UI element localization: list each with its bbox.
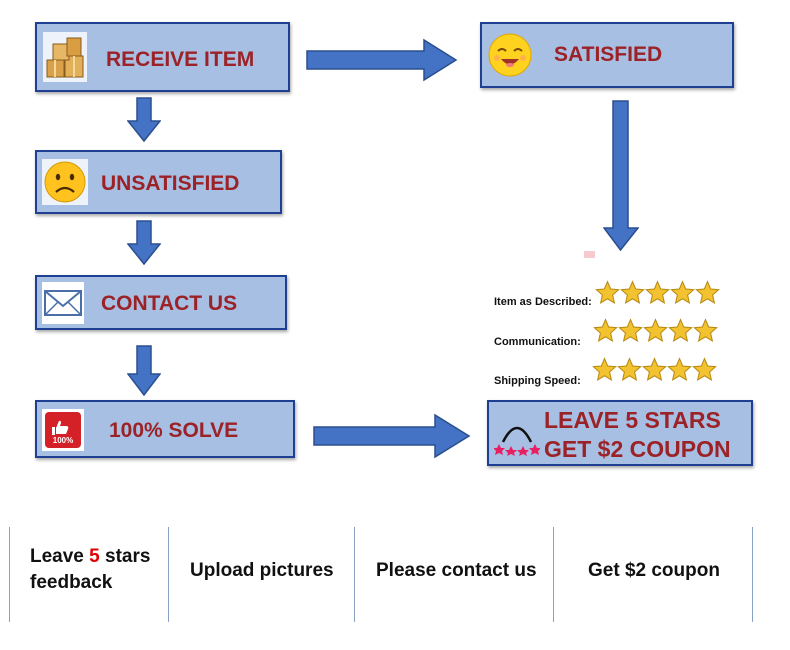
solve-badge-text: 100% [52,436,74,445]
coupon-box: LEAVE 5 STARS GET $2 COUPON [487,400,753,466]
star-icon [695,280,720,304]
step1-prefix: Leave [30,546,90,567]
star-icon [692,357,717,381]
divider-2 [354,527,355,622]
happy-face-icon [488,33,532,77]
arrow-down-1 [127,97,161,143]
step-please-contact-us: Please contact us [376,560,537,581]
star-icon [620,280,645,304]
star-icon [592,357,617,381]
arrow-right-top [306,38,458,82]
divider-1 [168,527,169,622]
star-icon [645,280,670,304]
star-icon [693,318,718,342]
star-icon [595,280,620,304]
arrow-down-right [603,100,639,252]
rating-stars-item-described [595,280,720,305]
rating-stars-shipping-speed [592,357,717,382]
divider-4 [752,527,753,622]
receive-item-box: RECEIVE ITEM [35,22,290,92]
satisfied-box: SATISFIED [480,22,734,88]
star-icon [667,357,692,381]
star-icon [642,357,667,381]
step1-number: 5 [89,546,100,567]
contact-us-box: CONTACT US [35,275,287,330]
satisfied-label: SATISFIED [554,43,663,66]
unsatisfied-box: UNSATISFIED [35,150,282,214]
unsatisfied-label: UNSATISFIED [101,172,240,195]
arrow-down-3 [127,345,161,397]
star-icon [670,280,695,304]
arrow-down-2 [127,220,161,266]
rating-label-communication: Communication: [494,336,581,348]
step1-line2: feedback [30,572,113,593]
small-pink-marker [584,251,595,258]
star-icon [618,318,643,342]
solve-badge-icon: 100% [42,409,84,451]
star-icon [593,318,618,342]
arrow-right-bottom [313,413,471,459]
star-icon [643,318,668,342]
sad-face-icon [42,159,88,205]
star-icon [668,318,693,342]
boxes-icon [43,32,87,82]
rating-stars-communication [593,318,718,343]
divider-3 [553,527,554,622]
step-get-coupon: Get $2 coupon [588,560,720,581]
coupon-line-2: GET $2 COUPON [544,436,731,462]
rating-label-shipping-speed: Shipping Speed: [494,375,581,387]
rating-label-item-described: Item as Described: [494,296,592,308]
solve-box: 100% 100% SOLVE [35,400,295,458]
stars-rainbow-icon [494,426,540,456]
envelope-icon [42,282,84,324]
contact-us-label: CONTACT US [101,292,238,315]
coupon-line-1: LEAVE 5 STARS [544,407,721,433]
step-upload-pictures: Upload pictures [190,560,334,581]
step-leave-stars-feedback: Leave 5 stars feedback [30,544,150,596]
divider-0 [9,527,10,622]
solve-label: 100% SOLVE [109,419,239,442]
receive-item-label: RECEIVE ITEM [106,48,255,71]
star-icon [617,357,642,381]
step1-suffix: stars [99,546,151,567]
